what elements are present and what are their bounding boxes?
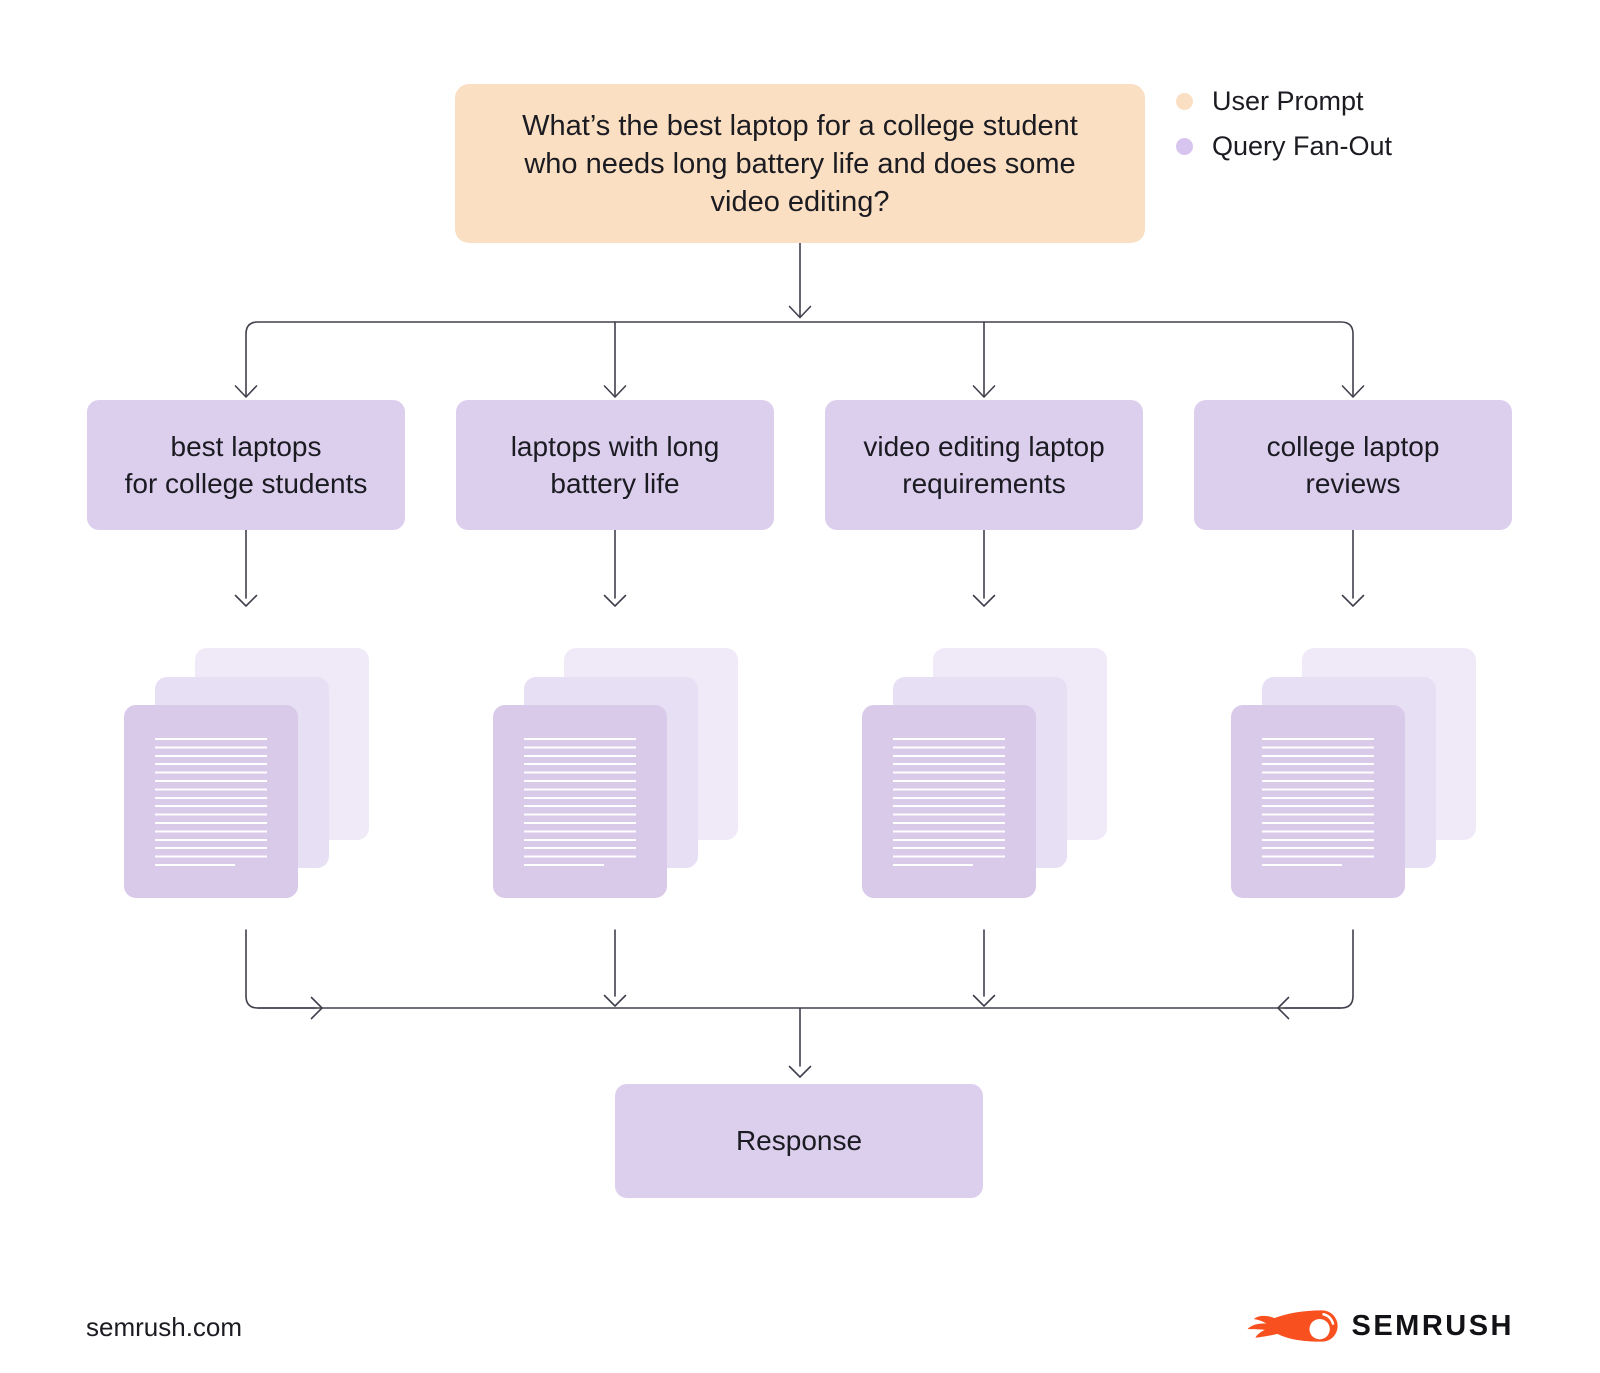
legend-item-query-fan-out: Query Fan-Out bbox=[1176, 131, 1392, 162]
document-text-line bbox=[893, 864, 973, 866]
semrush-wordmark: SEMRUSH bbox=[1351, 1309, 1514, 1342]
query-node-college-reviews: college laptop reviews bbox=[1194, 400, 1512, 530]
query-node-best-laptops: best laptops for college students bbox=[87, 400, 405, 530]
document-page-icon bbox=[1231, 705, 1405, 898]
document-stack-2 bbox=[493, 648, 738, 898]
query-fan-out-dot-icon bbox=[1176, 138, 1193, 155]
document-text-lines bbox=[524, 738, 636, 864]
document-text-line bbox=[1262, 864, 1342, 866]
document-stack-3 bbox=[862, 648, 1107, 898]
document-text-line bbox=[155, 864, 235, 866]
document-stack-4 bbox=[1231, 648, 1476, 898]
document-page-icon bbox=[493, 705, 667, 898]
user-prompt-node: What’s the best laptop for a college stu… bbox=[455, 84, 1145, 243]
response-node: Response bbox=[615, 1084, 983, 1198]
semrush-comet-icon bbox=[1248, 1310, 1339, 1342]
document-page-icon bbox=[124, 705, 298, 898]
document-page-icon bbox=[862, 705, 1036, 898]
footer-site-url: semrush.com bbox=[86, 1312, 243, 1342]
document-text-lines bbox=[1262, 738, 1374, 864]
document-text-line bbox=[524, 864, 604, 866]
legend-label: Query Fan-Out bbox=[1212, 131, 1393, 161]
legend-label: User Prompt bbox=[1212, 86, 1364, 116]
legend: User Prompt Query Fan-Out bbox=[1176, 86, 1392, 162]
document-stack-1 bbox=[124, 648, 369, 898]
document-text-lines bbox=[893, 738, 1005, 864]
query-node-video-editing: video editing laptop requirements bbox=[825, 400, 1143, 530]
document-text-lines bbox=[155, 738, 267, 864]
query-node-long-battery: laptops with long battery life bbox=[456, 400, 774, 530]
legend-item-user-prompt: User Prompt bbox=[1176, 86, 1392, 117]
semrush-logo: SEMRUSH bbox=[1246, 1308, 1514, 1344]
user-prompt-dot-icon bbox=[1176, 93, 1193, 110]
